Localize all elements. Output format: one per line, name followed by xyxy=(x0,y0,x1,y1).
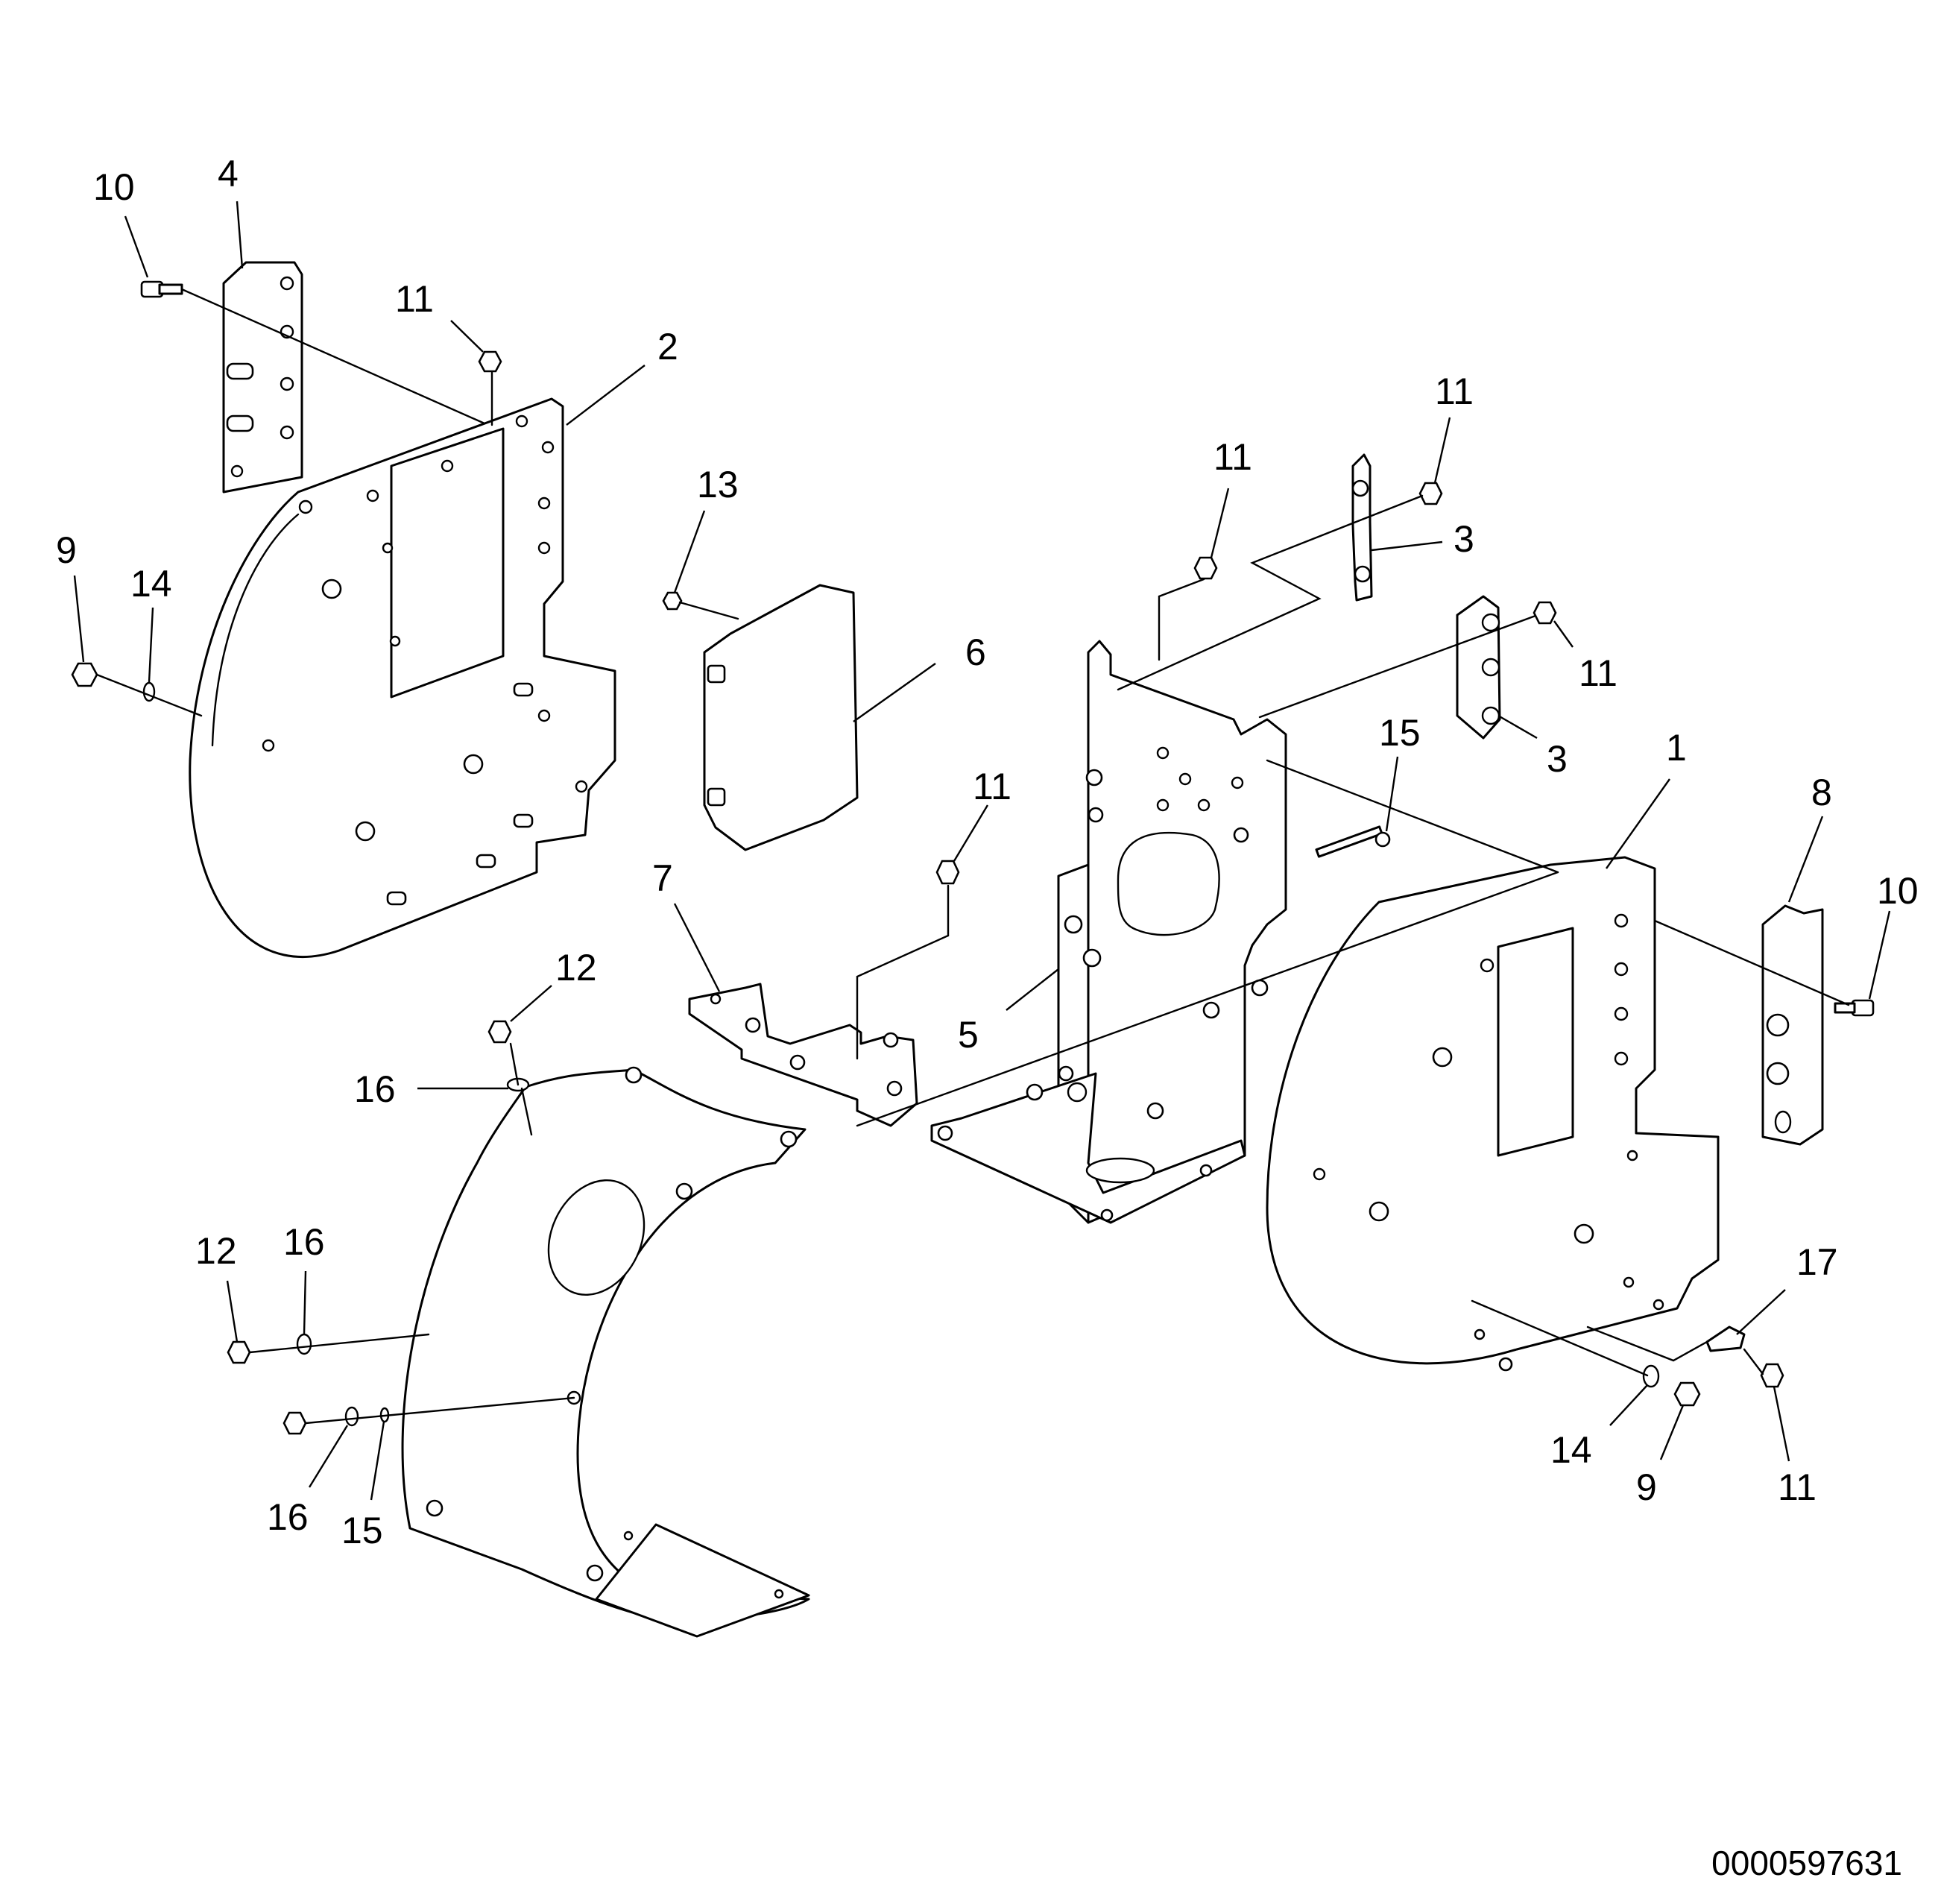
callout-11-mid: 11 xyxy=(1210,436,1252,558)
svg-text:5: 5 xyxy=(958,1014,979,1056)
washer-16-left xyxy=(296,1333,312,1355)
svg-text:11: 11 xyxy=(1579,652,1617,694)
bolt-11-lower-right xyxy=(1760,1363,1784,1388)
part-1-right-shield xyxy=(1266,856,1720,1372)
callout-8: 8 xyxy=(1787,772,1832,903)
drawing-number: 0000597631 xyxy=(1711,1844,1902,1882)
svg-text:10: 10 xyxy=(93,166,135,208)
bolt-10-right xyxy=(1834,999,1875,1017)
svg-text:8: 8 xyxy=(1811,772,1832,813)
callout-16-left: 16 xyxy=(283,1221,325,1335)
bolt-11-top-left xyxy=(478,350,502,373)
callout-3-top: 3 xyxy=(1371,518,1474,560)
svg-text:15: 15 xyxy=(1379,712,1421,754)
callout-15-right: 15 xyxy=(1379,712,1421,832)
bolt-11-center xyxy=(935,860,960,885)
callout-2: 2 xyxy=(566,326,678,426)
bolt-lower-left xyxy=(283,1411,307,1435)
svg-text:15: 15 xyxy=(341,1510,383,1551)
svg-text:16: 16 xyxy=(283,1221,325,1263)
bolt-11-upper-mid xyxy=(1193,556,1218,580)
part-6-cover-plate xyxy=(703,584,859,851)
callout-16-top: 16 xyxy=(354,1068,508,1110)
svg-text:11: 11 xyxy=(1435,371,1474,412)
part-4-left-bracket xyxy=(222,261,303,494)
part-2-left-shield xyxy=(189,397,616,959)
svg-text:16: 16 xyxy=(354,1068,396,1110)
clip-17 xyxy=(1705,1325,1746,1352)
svg-text:17: 17 xyxy=(1796,1241,1838,1283)
callout-6: 6 xyxy=(853,631,986,722)
part-3-lower-clip xyxy=(1456,595,1501,740)
callout-16-lower: 16 xyxy=(267,1425,349,1538)
svg-text:11: 11 xyxy=(1778,1466,1817,1508)
callout-11-center: 11 xyxy=(953,766,1011,862)
svg-text:2: 2 xyxy=(657,326,678,368)
callout-15-lower: 15 xyxy=(341,1421,385,1551)
callout-12-left: 12 xyxy=(195,1230,239,1343)
callout-1: 1 xyxy=(1606,727,1687,869)
callout-17: 17 xyxy=(1736,1241,1838,1335)
svg-text:16: 16 xyxy=(267,1496,309,1538)
svg-text:9: 9 xyxy=(56,529,77,571)
svg-text:4: 4 xyxy=(218,153,239,195)
callout-11-right: 11 xyxy=(1553,620,1617,694)
callout-3-bottom: 3 xyxy=(1497,714,1568,780)
svg-text:11: 11 xyxy=(973,766,1011,807)
assembly-lines xyxy=(95,288,1850,1425)
washer-16-lower xyxy=(344,1406,359,1427)
callout-10-top-left: 10 xyxy=(93,166,149,278)
part-7-small-bracket xyxy=(688,983,918,1127)
washer-14-left xyxy=(142,681,156,702)
svg-text:9: 9 xyxy=(1636,1466,1657,1508)
svg-text:12: 12 xyxy=(195,1230,237,1272)
part-shroud xyxy=(401,1066,810,1638)
callout-11-lower-right: 11 xyxy=(1773,1386,1817,1508)
callouts: 10 4 11 2 9 14 13 6 11 11 3 11 3 15 1 8 … xyxy=(56,153,1919,1551)
svg-text:11: 11 xyxy=(395,278,434,320)
svg-text:13: 13 xyxy=(697,464,739,505)
svg-text:1: 1 xyxy=(1666,727,1687,769)
bolt-10-left xyxy=(140,280,183,298)
svg-text:12: 12 xyxy=(555,947,597,989)
callout-11-top-left: 11 xyxy=(395,278,484,353)
bolt-9-right xyxy=(1673,1381,1701,1407)
bolt-13 xyxy=(662,591,683,611)
svg-text:14: 14 xyxy=(1550,1429,1592,1471)
callout-14-left: 14 xyxy=(130,563,172,683)
svg-text:7: 7 xyxy=(652,857,673,899)
callout-12-top: 12 xyxy=(510,947,597,1022)
washer-14-right xyxy=(1642,1364,1660,1388)
callout-14-right: 14 xyxy=(1550,1384,1648,1471)
bolt-11-upper-right xyxy=(1418,482,1443,505)
bolt-12-left xyxy=(227,1340,251,1364)
callout-13: 13 xyxy=(673,464,739,593)
part-3-upper-clip xyxy=(1351,453,1373,602)
bolt-11-right xyxy=(1533,601,1557,625)
stud-15-right xyxy=(1315,825,1391,858)
svg-text:14: 14 xyxy=(130,563,172,605)
callout-4: 4 xyxy=(218,153,244,269)
svg-text:11: 11 xyxy=(1213,436,1252,478)
callout-10-right: 10 xyxy=(1868,870,1919,1000)
svg-text:3: 3 xyxy=(1454,518,1474,560)
svg-text:10: 10 xyxy=(1877,870,1919,912)
callout-11-top-right: 11 xyxy=(1433,371,1474,484)
bolt-12-top xyxy=(487,1020,512,1044)
callout-9-left: 9 xyxy=(56,529,85,663)
svg-text:6: 6 xyxy=(965,631,986,673)
callout-5: 5 xyxy=(958,968,1059,1056)
part-5-central-frame xyxy=(930,640,1287,1224)
bolt-9-left xyxy=(71,662,98,687)
callout-7: 7 xyxy=(652,857,721,992)
part-8-right-bracket xyxy=(1761,904,1824,1146)
callout-9-right: 9 xyxy=(1636,1405,1685,1508)
svg-text:3: 3 xyxy=(1547,738,1568,780)
fasteners xyxy=(71,280,1875,1435)
